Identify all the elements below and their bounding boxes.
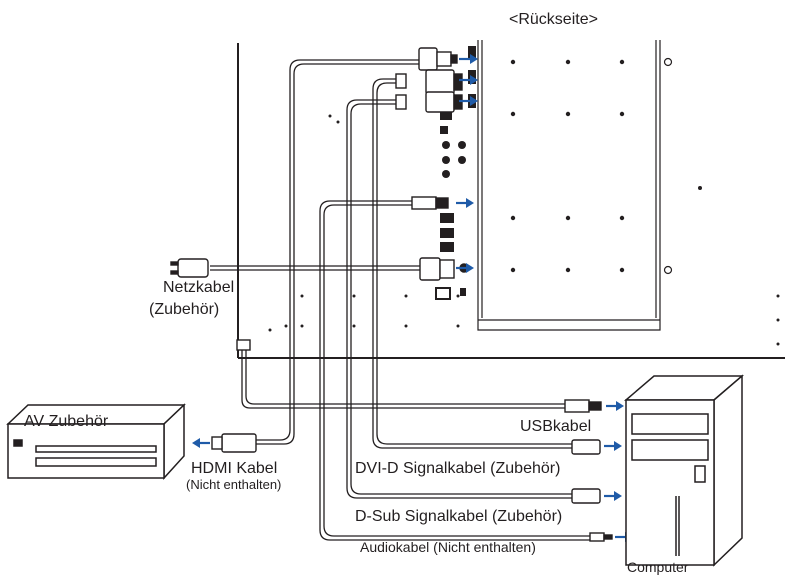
hdmi-cable-label: HDMI Kabel [191,460,278,477]
usb-cable [241,350,565,409]
monitor [237,43,785,359]
dvi-cable-label: DVI-D Signalkabel (Zubehör) [355,460,561,477]
audio-cable [319,200,590,541]
av-device-label: AV Zubehör [24,413,109,430]
cables [210,59,590,541]
monitor-rear-panel [477,40,661,331]
computer [623,374,745,567]
audio-cable-label: Audiokabel (Nicht enthalten) [360,539,536,555]
rear-side-label: <Rückseite> [509,11,598,28]
connectors [170,47,613,542]
mounting-holes [268,57,780,346]
usb-cable-label: USBkabel [520,418,592,435]
dsub-cable [346,99,572,499]
av-device [6,403,186,480]
computer-label: Computer [627,559,689,575]
dsub-cable-label: D-Sub Signalkabel (Zubehör) [355,508,563,525]
power-cable-label: Netzkabel [163,279,235,296]
hdmi-cable-note: (Nicht enthalten) [186,477,282,492]
arrows [192,54,633,542]
dvi-cable [372,78,572,449]
power-cable-note: (Zubehör) [149,301,220,318]
hdmi-cable [256,59,419,441]
